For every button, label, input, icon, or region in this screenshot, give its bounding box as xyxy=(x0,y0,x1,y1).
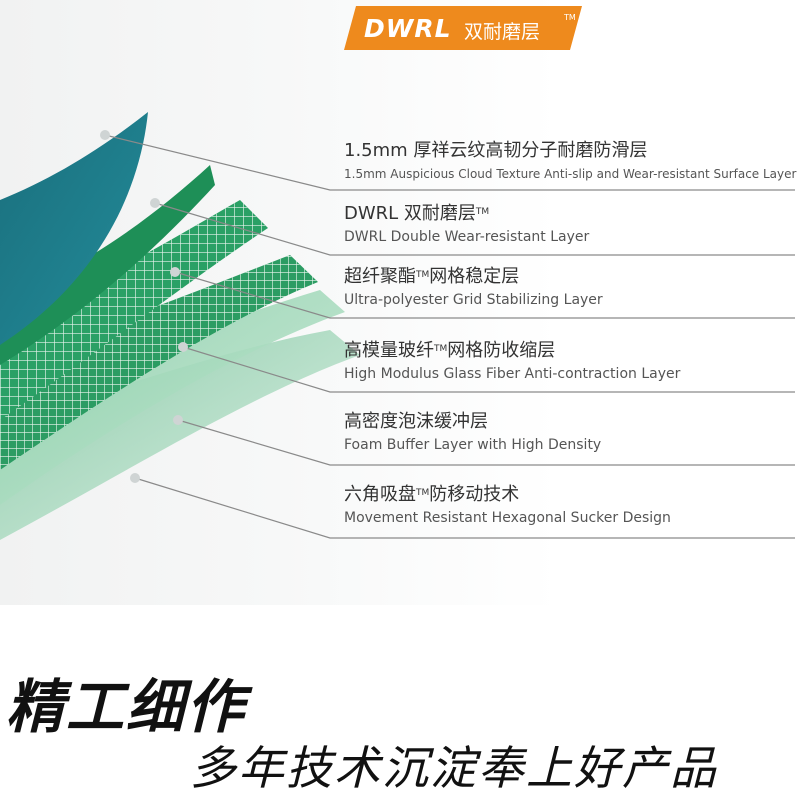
layer-label-polyester: 超纤聚酯TM网格稳定层 Ultra-polyester Grid Stabili… xyxy=(344,266,603,309)
layer-label-en: Movement Resistant Hexagonal Sucker Desi… xyxy=(344,509,671,527)
brand-subtitle: 双耐磨层 xyxy=(464,17,540,44)
layer-label-zh: 六角吸盘TM防移动技术 xyxy=(344,484,671,506)
brand-name: DWRL xyxy=(364,14,452,43)
layer-label-en: Foam Buffer Layer with High Density xyxy=(344,436,601,454)
brand-trademark: TM xyxy=(564,13,576,22)
layer-label-en: Ultra-polyester Grid Stabilizing Layer xyxy=(344,291,603,309)
slogan-sub: 多年技术沉淀奉上好产品 xyxy=(190,732,718,798)
layer-label-glass-fiber: 高模量玻纤TM网格防收缩层 High Modulus Glass Fiber A… xyxy=(344,340,680,383)
layer-label-hex-sucker: 六角吸盘TM防移动技术 Movement Resistant Hexagonal… xyxy=(344,484,671,527)
brand-banner: DWRL 双耐磨层 TM xyxy=(344,4,584,52)
layer-label-dwrl: DWRL 双耐磨层TM DWRL Double Wear-resistant L… xyxy=(344,203,589,246)
layer-label-en: High Modulus Glass Fiber Anti-contractio… xyxy=(344,365,680,383)
layer-label-en: 1.5mm Auspicious Cloud Texture Anti-slip… xyxy=(344,165,796,183)
layer-label-zh: DWRL 双耐磨层TM xyxy=(344,203,589,225)
layer-label-en: DWRL Double Wear-resistant Layer xyxy=(344,228,589,246)
layer-label-foam: 高密度泡沫缓冲层 Foam Buffer Layer with High Den… xyxy=(344,411,601,454)
layer-label-zh: 1.5mm 厚祥云纹高韧分子耐磨防滑层 xyxy=(344,140,796,162)
layer-label-zh: 超纤聚酯TM网格稳定层 xyxy=(344,266,603,288)
layer-label-zh: 高模量玻纤TM网格防收缩层 xyxy=(344,340,680,362)
layer-label-surface: 1.5mm 厚祥云纹高韧分子耐磨防滑层 1.5mm Auspicious Clo… xyxy=(344,140,796,183)
layer-label-zh: 高密度泡沫缓冲层 xyxy=(344,411,601,433)
